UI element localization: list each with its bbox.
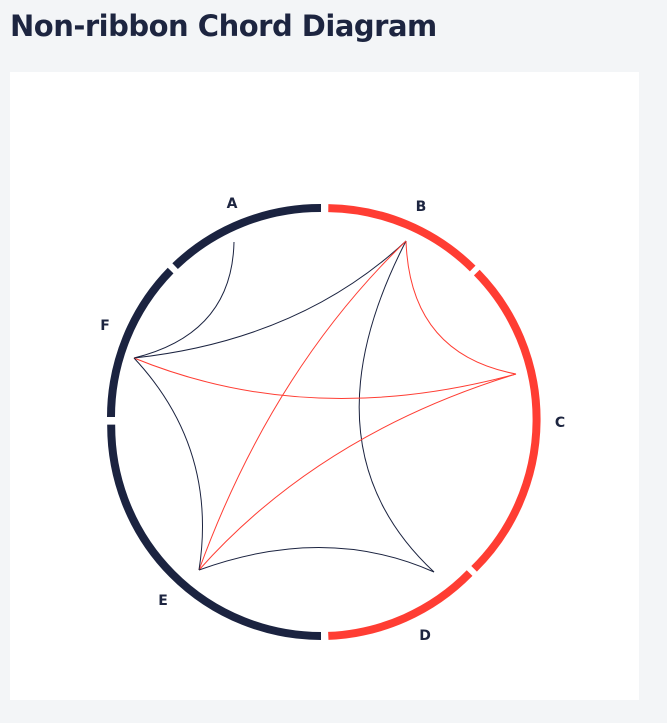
group-label-f: F [100, 318, 110, 334]
page-title: Non-ribbon Chord Diagram [10, 9, 437, 43]
group-label-d: D [419, 628, 431, 644]
group-arc-f[interactable] [107, 267, 174, 418]
chart-card: A B C D E F [10, 72, 639, 700]
chord-a-f[interactable] [133, 241, 235, 359]
group-arc-e[interactable] [107, 424, 322, 640]
chord-diagram: A B C D E F [100, 196, 565, 644]
group-arc-b[interactable] [328, 204, 476, 272]
chord-b-d[interactable] [358, 240, 435, 573]
chords [133, 240, 517, 573]
chord-d-e[interactable] [198, 547, 435, 573]
group-label-b: B [416, 199, 427, 215]
group-label-e: E [158, 593, 168, 609]
group-arc-c[interactable] [471, 269, 541, 572]
group-arc-a[interactable] [172, 203, 322, 269]
group-label-c: C [555, 415, 565, 431]
chord-c-f[interactable] [133, 357, 517, 399]
group-label-a: A [227, 196, 238, 212]
chord-c-e[interactable] [198, 373, 517, 571]
group-arc-d[interactable] [328, 570, 473, 640]
chord-b-f[interactable] [133, 240, 407, 359]
chord-b-c[interactable] [405, 240, 517, 375]
chord-b-e[interactable] [198, 240, 407, 571]
group-labels: A B C D E F [100, 196, 565, 644]
chord-e-f[interactable] [133, 357, 204, 571]
group-arcs [107, 203, 541, 640]
